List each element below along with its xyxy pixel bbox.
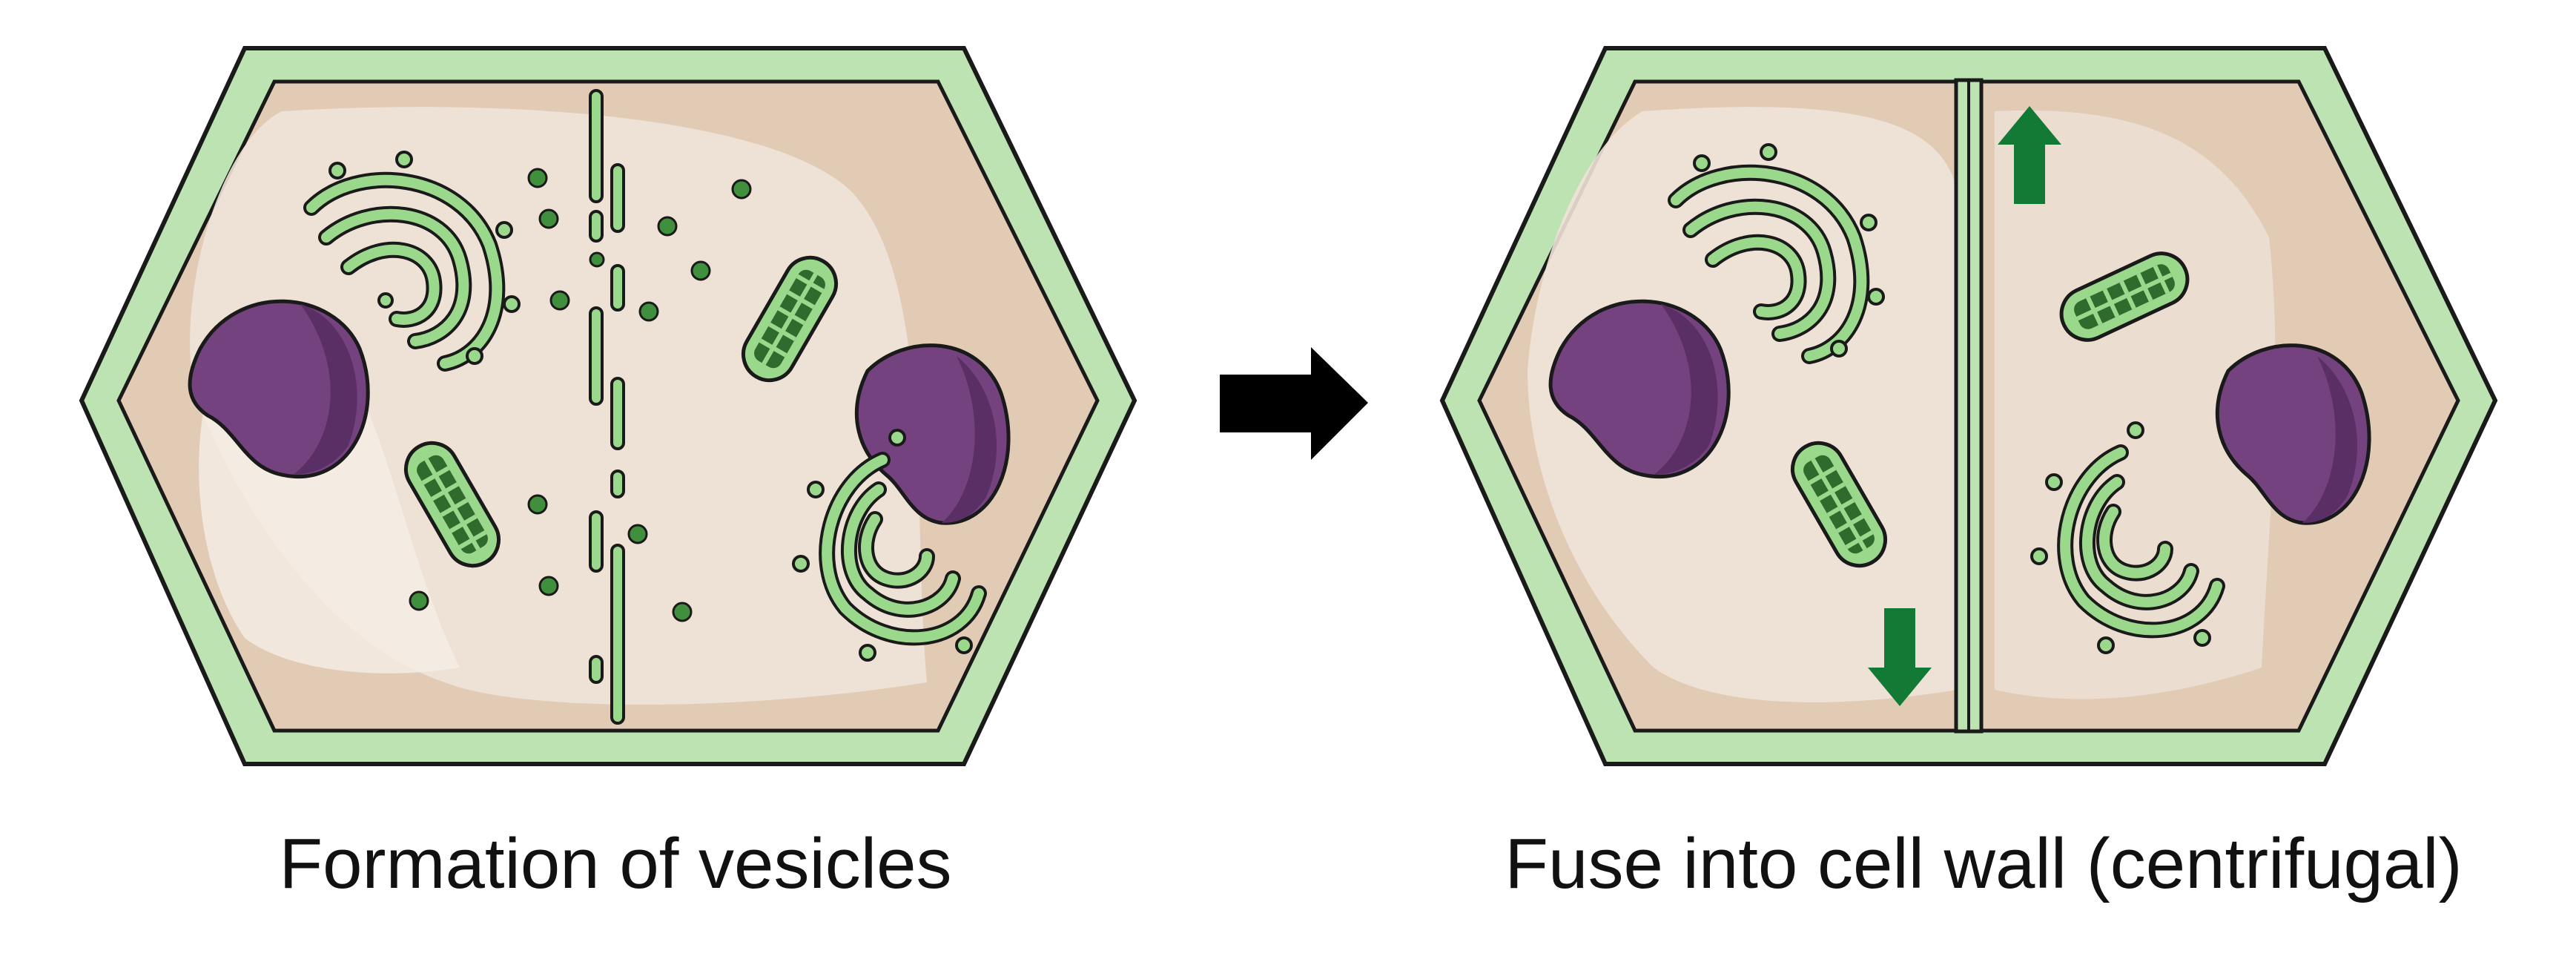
right-golgi-1 [1668, 143, 1885, 364]
right-new-cell-wall [1954, 78, 1984, 734]
right-cell [1439, 46, 2498, 766]
arrow-right-icon [1220, 347, 1368, 460]
arrow-down-icon [1868, 608, 1932, 706]
left-nucleus-2 [854, 343, 1011, 525]
right-mitochondrion-2 [1791, 441, 1887, 568]
right-nucleus-1 [1548, 299, 1731, 478]
right-golgi-2 [2030, 421, 2225, 654]
caption-fuse-into-cell-wall: Fuse into cell wall (centrifugal) [1505, 824, 2463, 903]
left-vesicles [409, 168, 752, 622]
right-nucleus-2 [2215, 343, 2371, 525]
left-nucleus-1 [188, 299, 370, 478]
left-golgi-2 [792, 429, 987, 662]
left-mitochondrion-2 [404, 441, 501, 568]
caption-formation-of-vesicles: Formation of vesicles [279, 824, 952, 903]
left-golgi-1 [303, 151, 521, 372]
arrow-up-icon [1998, 106, 2061, 204]
left-cell-plate-vesicles [589, 89, 625, 725]
left-mitochondrion-1 [742, 255, 838, 383]
right-mitochondrion-1 [2059, 251, 2190, 342]
left-cell [79, 46, 1137, 766]
